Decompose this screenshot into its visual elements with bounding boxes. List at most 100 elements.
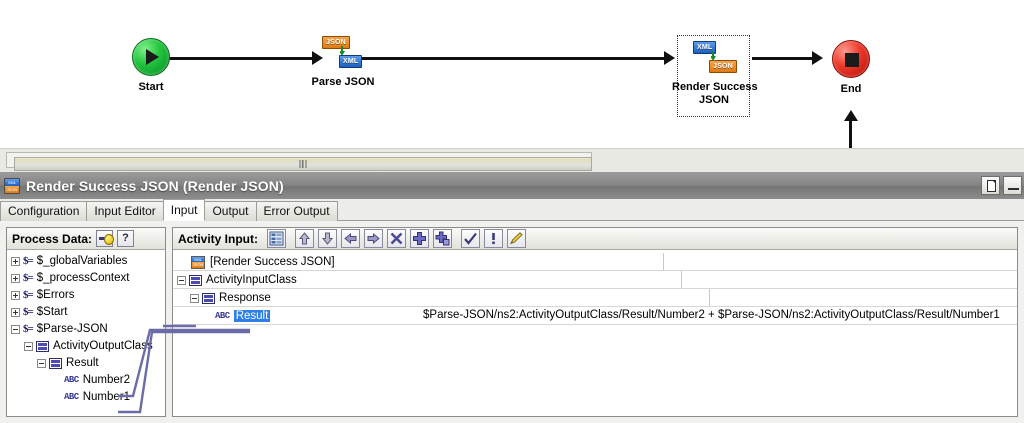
expander-icon[interactable] <box>11 257 20 266</box>
tab-output[interactable]: Output <box>204 201 257 221</box>
panel-tabs: Configuration Input Editor Input Output … <box>0 199 1024 221</box>
tree-item-activity-output-class[interactable]: ActivityOutputClass <box>7 338 165 355</box>
tree-item-label: $_globalVariables <box>36 255 128 267</box>
process-diagram-canvas[interactable]: Start JSON XML Parse JSON XML <box>0 0 1024 168</box>
edit-icon[interactable] <box>507 229 526 248</box>
panel-titlebar[interactable]: XML JSON Render Success JSON (Render JSO… <box>0 173 1024 199</box>
minimize-icon <box>1008 188 1019 190</box>
tree-item-label: $Start <box>36 306 68 318</box>
process-data-label: Process Data: <box>12 231 93 246</box>
expander-icon[interactable] <box>11 308 20 317</box>
node-render-label-line2: JSON <box>699 94 729 106</box>
expander-icon[interactable] <box>11 274 20 283</box>
transform-arrow-icon <box>340 46 345 56</box>
input-row-label: Response <box>219 292 271 304</box>
input-row-result[interactable]: ABC Result $Parse-JSON/ns2:ActivityOutpu… <box>173 307 1017 325</box>
tree-item-result[interactable]: Result <box>7 355 165 372</box>
tree-item-number1[interactable]: ABC Number1 <box>7 389 165 406</box>
node-end-label: End <box>840 83 862 95</box>
restore-button[interactable] <box>981 176 1000 195</box>
tree-item-global-variables[interactable]: $= $_globalVariables <box>7 253 165 270</box>
move-right-icon[interactable] <box>364 229 383 248</box>
node-start[interactable]: Start <box>112 38 190 94</box>
activity-input-header: Activity Input: <box>173 228 1017 250</box>
row-separator <box>173 288 1017 289</box>
selection-outline <box>677 35 750 117</box>
connector-arrowhead-render <box>664 51 675 65</box>
add-child-icon[interactable] <box>433 229 452 248</box>
node-parse-json[interactable]: JSON XML Parse JSON <box>283 33 403 89</box>
connector-parse-to-render <box>360 57 666 60</box>
connector-render-to-end <box>752 57 814 60</box>
expander-icon <box>179 258 188 267</box>
variable-icon: $= <box>23 323 34 335</box>
tree-item-label: Number1 <box>82 391 131 403</box>
scrollbar-thumb[interactable] <box>14 157 592 171</box>
xml-badge-icon: XML <box>339 55 363 68</box>
tree-item-parse-json[interactable]: $= $Parse-JSON <box>7 321 165 338</box>
variable-icon: $= <box>23 289 34 301</box>
panel-body: Process Data: ? $= $_globalVariables $= … <box>0 221 1024 423</box>
move-left-icon[interactable] <box>341 229 360 248</box>
play-icon <box>146 49 159 65</box>
tree-item-label: ActivityOutputClass <box>53 340 153 352</box>
help-icon[interactable]: ? <box>117 230 135 247</box>
move-up-icon[interactable] <box>295 229 314 248</box>
input-row-activity-input-class[interactable]: ActivityInputClass <box>173 271 1017 289</box>
tab-input-editor[interactable]: Input Editor <box>86 201 164 221</box>
xml-badge-icon: XML <box>693 41 717 54</box>
expander-icon[interactable] <box>37 359 46 368</box>
delete-icon[interactable] <box>387 229 406 248</box>
tree-item-process-context[interactable]: $= $_processContext <box>7 270 165 287</box>
expander-icon[interactable] <box>190 293 199 303</box>
tab-error-output[interactable]: Error Output <box>255 201 338 221</box>
class-icon <box>36 341 49 352</box>
horizontal-scrollbar[interactable] <box>6 152 592 171</box>
input-row-label: [Render Success JSON] <box>210 256 335 268</box>
expander-icon[interactable] <box>24 342 33 351</box>
tab-input[interactable]: Input <box>162 199 206 221</box>
minimize-button[interactable] <box>1003 176 1022 195</box>
variable-icon: $= <box>23 272 34 284</box>
form-view-icon[interactable] <box>267 229 286 248</box>
move-down-icon[interactable] <box>318 229 337 248</box>
node-start-label: Start <box>138 81 164 93</box>
input-row-response[interactable]: Response <box>173 289 1017 307</box>
insert-arrow-icon[interactable] <box>96 230 115 247</box>
render-json-activity-icon: XML JSON <box>685 38 743 78</box>
input-row-label: ActivityInputClass <box>206 274 297 286</box>
node-render-success-json[interactable]: XML JSON Render Success JSON <box>672 38 758 107</box>
process-data-tree[interactable]: $= $_globalVariables $= $_processContext… <box>7 250 165 416</box>
activity-input-pane: Activity Input: <box>172 227 1018 417</box>
transform-arrow-icon <box>711 51 716 61</box>
tree-item-errors[interactable]: $= $Errors <box>7 287 165 304</box>
expander-icon <box>203 312 212 321</box>
row-separator <box>173 306 1017 307</box>
tree-item-start[interactable]: $= $Start <box>7 304 165 321</box>
scrollbar-grip-icon <box>299 160 307 168</box>
tab-configuration[interactable]: Configuration <box>0 201 88 221</box>
required-icon[interactable] <box>484 229 503 248</box>
input-row-expression[interactable]: $Parse-JSON/ns2:ActivityOutputClass/Resu… <box>423 309 1000 321</box>
tree-item-number2[interactable]: ABC Number2 <box>7 372 165 389</box>
node-end[interactable]: End <box>831 40 871 96</box>
string-icon: ABC <box>215 311 230 321</box>
validate-icon[interactable] <box>461 229 480 248</box>
expander-icon[interactable] <box>177 275 186 285</box>
expander-icon[interactable] <box>11 291 20 300</box>
tree-item-label: $Parse-JSON <box>36 323 108 335</box>
expander-icon[interactable] <box>11 325 20 334</box>
add-icon[interactable] <box>410 229 429 248</box>
string-icon: ABC <box>64 392 79 402</box>
connector-arrowhead-end-up <box>844 110 858 121</box>
canvas-scroll-area <box>0 148 1024 172</box>
xml-json-icon: XML JSON <box>4 178 20 194</box>
activity-input-label: Activity Input: <box>178 231 258 246</box>
process-data-pane: Process Data: ? $= $_globalVariables $= … <box>6 227 166 417</box>
variable-icon: $= <box>23 255 34 267</box>
tree-item-label: Number2 <box>82 374 131 386</box>
tree-item-label: $Errors <box>36 289 75 301</box>
